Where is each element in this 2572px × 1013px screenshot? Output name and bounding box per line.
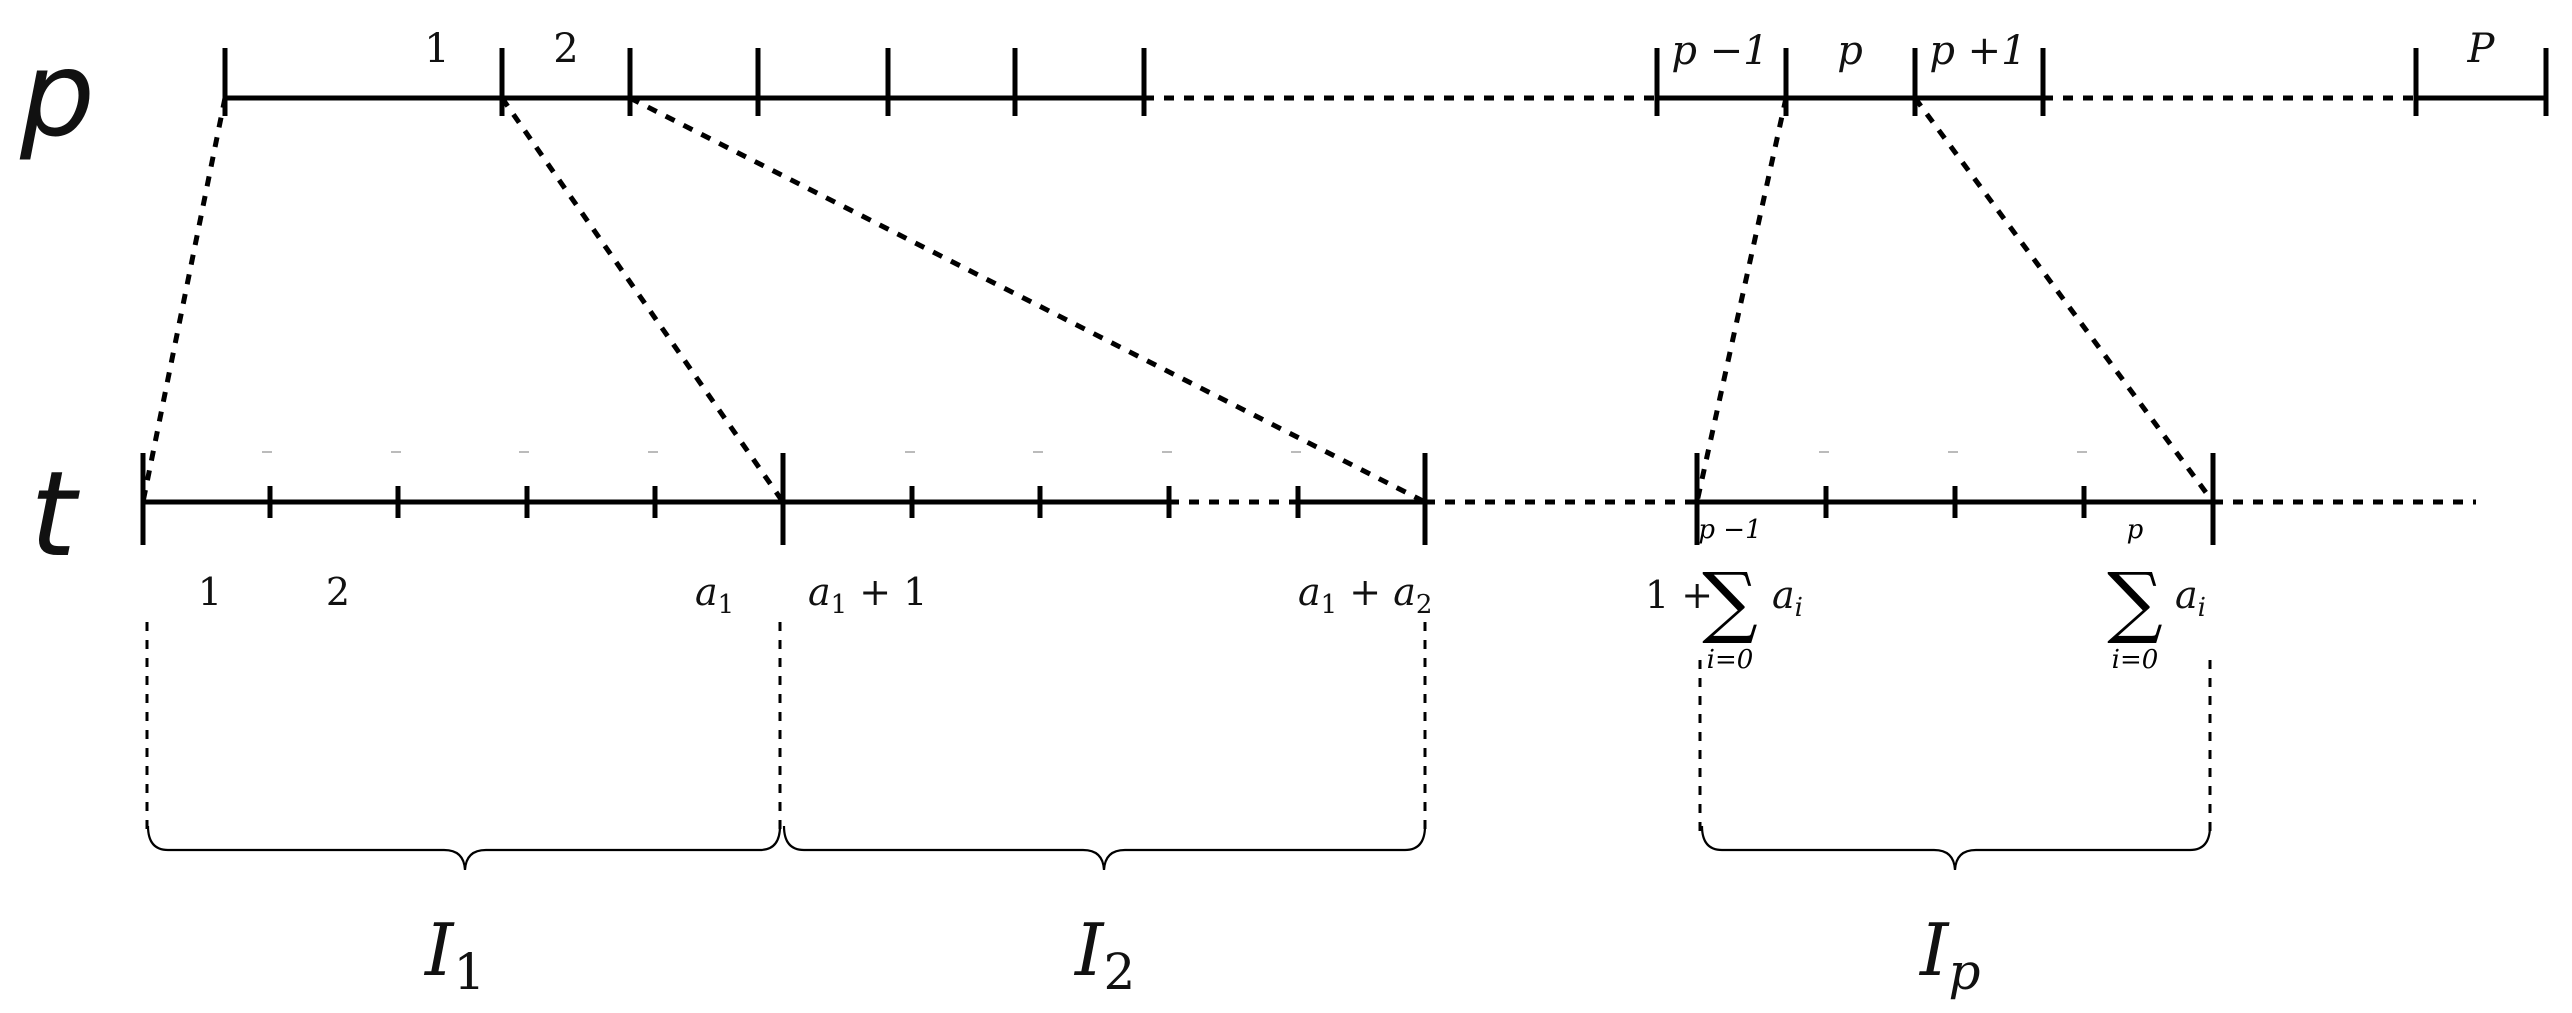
interval-label-Ip: Ip [1918, 908, 1980, 1001]
mapping-line [628, 95, 1427, 505]
brace-I2 [782, 825, 1427, 871]
sigma-icon: ∑ [1702, 557, 1758, 647]
sum-term-base: a [1772, 573, 1795, 617]
bottom-label-1: 1 [198, 570, 222, 614]
bottom-label-2: 2 [326, 570, 350, 614]
bottom-label-a1: a1 [695, 570, 734, 620]
top-label-2: 2 [553, 26, 578, 72]
interval-guides [145, 622, 2212, 835]
brace-Ip [1700, 825, 2212, 871]
a1a2-sub1: 1 [1321, 590, 1338, 620]
mapping-line [1912, 96, 2216, 504]
Ip-base: I [1918, 908, 1950, 992]
I2-sub: 2 [1103, 943, 1135, 1001]
mapping-line [499, 96, 786, 504]
mapping-lines [140, 95, 2216, 505]
sum-term-sub: i [1795, 593, 1803, 623]
I2-base: I [1073, 908, 1105, 992]
Ip-sub: p [1948, 943, 1980, 1001]
sum-term-sub: i [2198, 593, 2206, 623]
bottom-label-a1-plus-a2: a1 + a2 [1298, 570, 1432, 620]
a1p1-rest: + 1 [847, 570, 927, 614]
a1a2-plus: + [1337, 570, 1393, 614]
a1p1-base: a [808, 570, 831, 614]
I1-sub: 1 [453, 943, 485, 1001]
top-label-P: P [2467, 26, 2496, 72]
a1-sub: 1 [718, 590, 735, 620]
sum-term: ai [1772, 573, 1803, 623]
sum-prefix: 1 + [1645, 573, 1713, 617]
axis-label-t: t [30, 445, 80, 583]
mapping-line [1694, 97, 1789, 503]
brace-I1 [146, 825, 782, 871]
interval-label-I2: I2 [1073, 908, 1135, 1001]
I1-base: I [423, 908, 455, 992]
top-label-p-plus-1: p +1 [1929, 28, 2026, 74]
bottom-label-end-of-Ip: p ∑ i=0 ai [2107, 515, 2206, 675]
a1a2-base1: a [1298, 570, 1321, 614]
top-label-p-minus-1: p −1 [1671, 28, 1768, 74]
a1a2-base2: a [1393, 570, 1416, 614]
a1a2-sub2: 2 [1416, 590, 1433, 620]
sum-term-base: a [2175, 573, 2198, 617]
bottom-axis [140, 451, 2476, 545]
top-label-1: 1 [424, 26, 449, 72]
a1p1-sub: 1 [831, 590, 848, 620]
sum-term: ai [2175, 573, 2206, 623]
bottom-label-a1-plus-1: a1 + 1 [808, 570, 927, 620]
sum-upper-limit: p −1 [1698, 515, 1761, 545]
sum-lower-limit: i=0 [2112, 645, 2159, 675]
sum-lower-limit: i=0 [1707, 645, 1754, 675]
interval-label-I1: I1 [423, 908, 485, 1001]
bottom-label-start-of-Ip: 1 + p −1 ∑ i=0 ai [1645, 515, 1803, 675]
axis-label-p: p [19, 25, 95, 163]
a1-base: a [695, 570, 718, 614]
sum-upper-limit: p [2127, 515, 2144, 545]
mapping-line [140, 97, 228, 503]
top-label-p: p [1837, 28, 1863, 74]
sigma-icon: ∑ [2107, 557, 2163, 647]
interval-braces [146, 825, 2212, 871]
